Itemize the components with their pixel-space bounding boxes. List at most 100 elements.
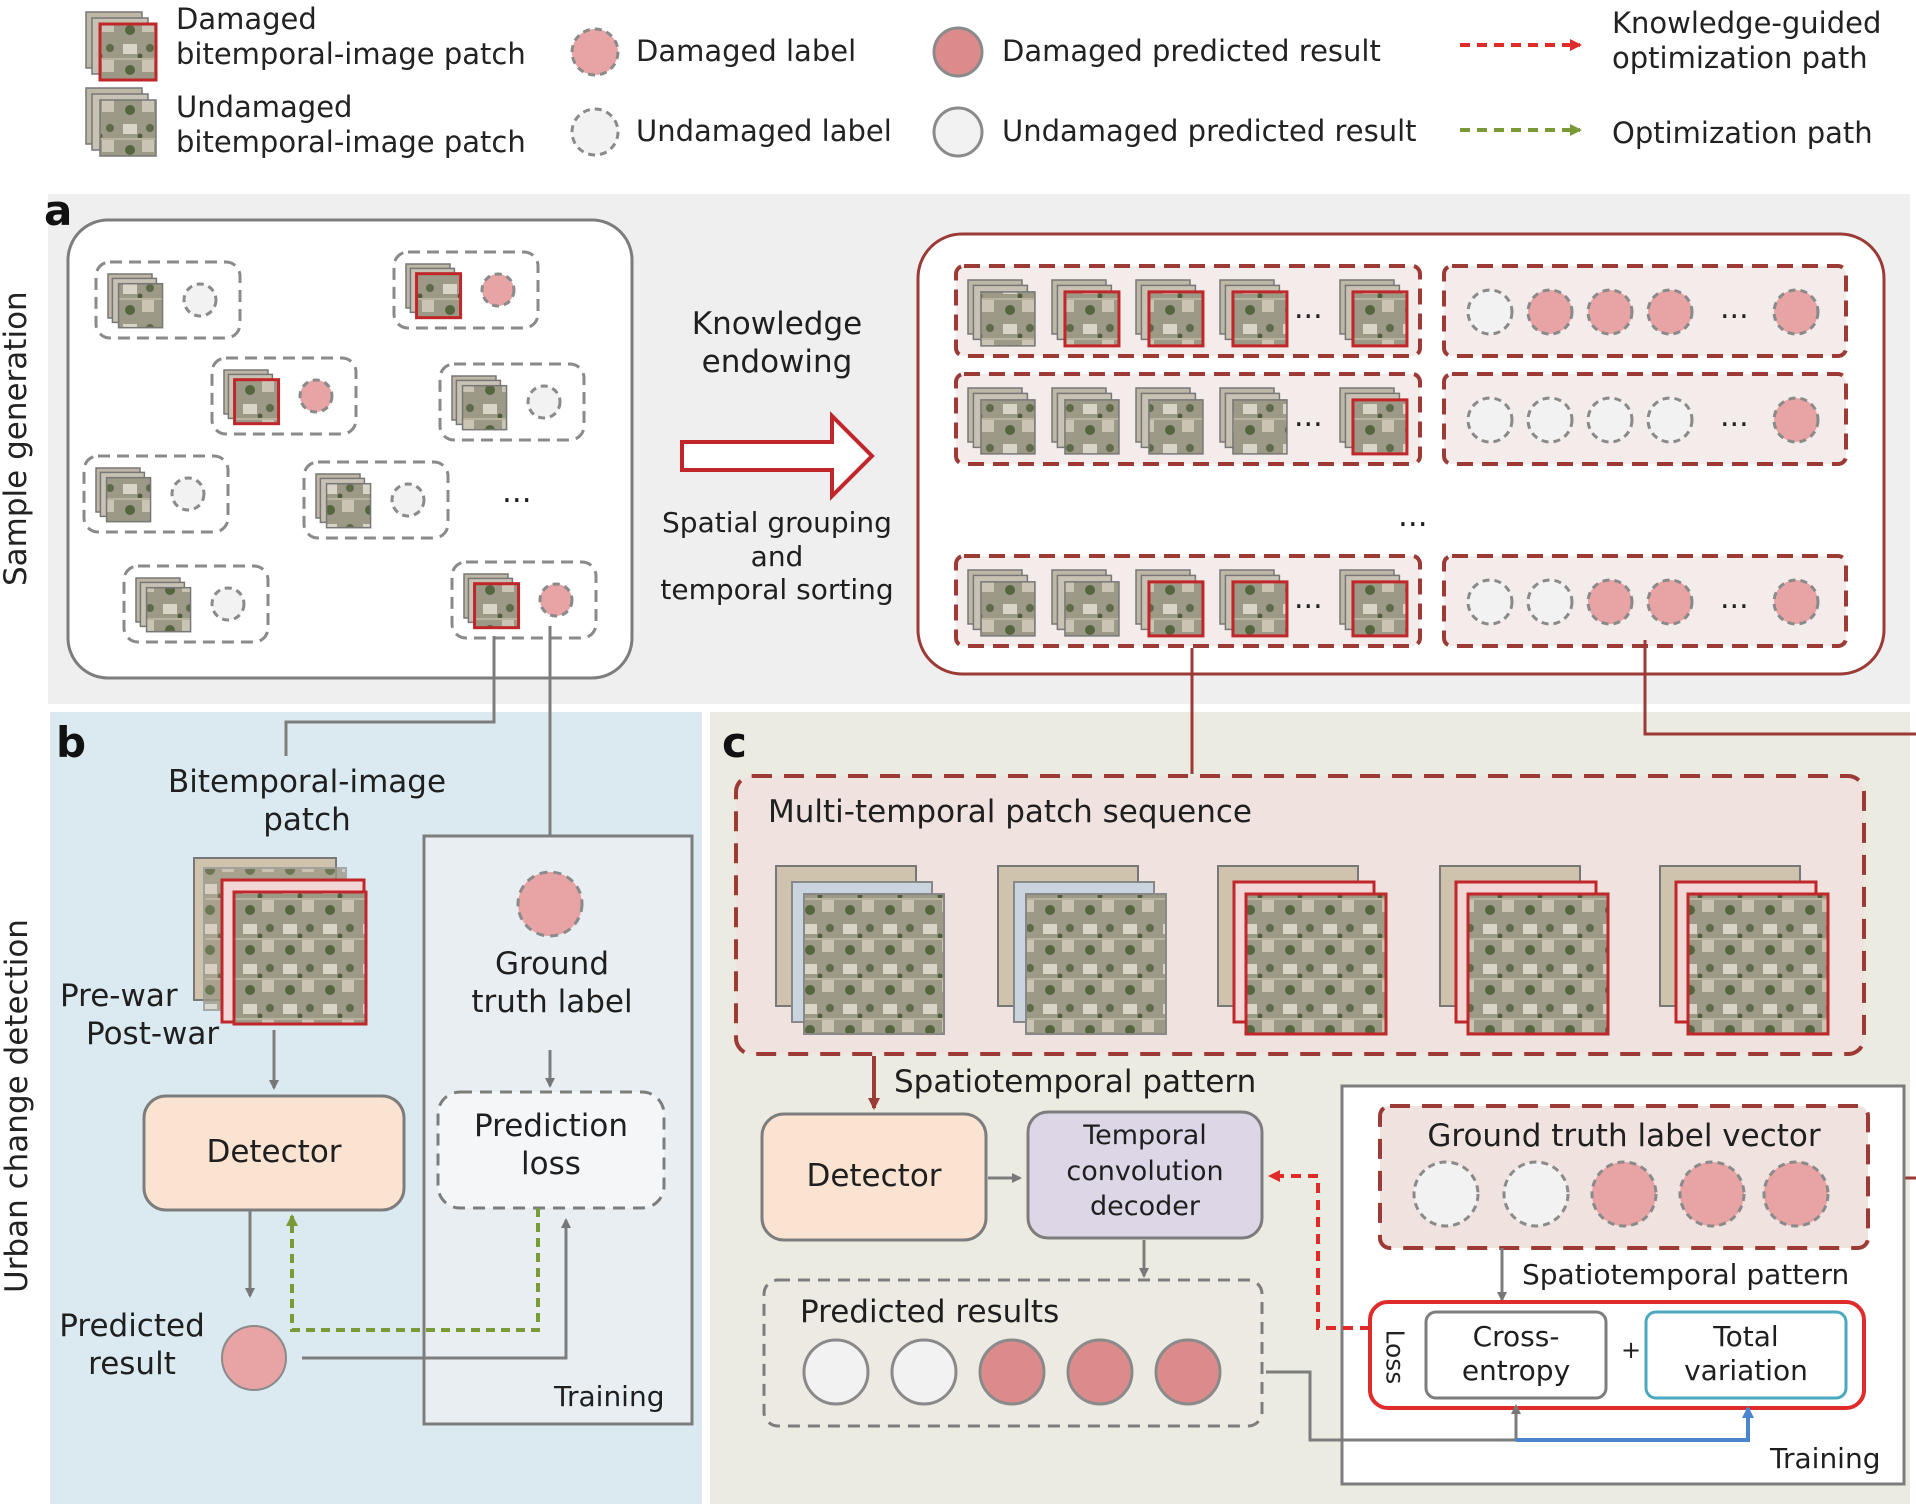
knowledge-endowing-text: Knowledge endowing [691,306,863,380]
undamaged-patch-icon [135,577,192,633]
undamaged-patch-icon [967,279,1036,347]
row-ellipsis: ... [1294,399,1323,434]
damaged-label-icon [298,378,334,414]
undamaged-label-icon [526,384,562,420]
undamaged-label-icon [1646,396,1694,444]
damaged-patch-icon [1135,279,1205,348]
legend-damaged-label: Damaged label [636,34,857,68]
detector-text-c: Detector [806,1158,942,1194]
damaged-label-icon [1646,578,1694,626]
undamaged-patch-icon [1219,387,1288,455]
undamaged-patch-icon [85,87,157,157]
gt-vector-circles [1412,1160,1830,1228]
legend-damaged-pred: Damaged predicted result [1002,34,1381,68]
knowledge-path-arrow-c [1268,1170,1370,1330]
legend-undamaged-pred: Undamaged predicted result [1002,114,1417,148]
damaged-patch-icon [463,573,521,630]
spatiotemporal-pattern-2: Spatiotemporal pattern [1522,1258,1850,1291]
training-text-c: Training [1770,1442,1881,1475]
damaged-label-icon [1586,578,1634,626]
damaged-patch-icon [223,369,281,426]
damaged-label-icon [1772,396,1820,444]
predicted-results-title: Predicted results [800,1294,1060,1330]
undamaged-label-icon [1412,1160,1480,1228]
damaged-patch-icon [1339,569,1409,638]
legend-undamaged-patch: Undamaged bitemporal-image patch [176,90,526,160]
undamaged-label-icon [1526,578,1574,626]
spatiotemporal-pattern-1: Spatiotemporal pattern [894,1064,1257,1100]
prediction-loss-box-b [436,1090,666,1210]
ground-truth-text: Ground truth label [471,946,633,1020]
patch-connector [284,636,496,756]
damaged-label-icon [1590,1160,1658,1228]
predicted-result-text: Predicted result [59,1308,205,1382]
damaged-patch-icon [1339,387,1409,456]
row-ellipsis: ... [1720,399,1749,434]
damaged-patch-icon [85,11,158,82]
detector-box-b [142,1094,406,1212]
decoder-text: Temporal convolution decoder [1066,1120,1224,1223]
undamaged-label-icon [1466,578,1514,626]
undamaged-patch-icon [451,375,508,431]
total-variation-text: Total variation [1684,1320,1808,1388]
panel-b-letter: b [56,718,87,767]
ground-truth-circle-b [516,870,584,938]
damaged-patch-icon [405,263,463,320]
undamaged-label-icon [1526,396,1574,444]
damaged-label-icon [1586,288,1634,336]
undamaged-patch-icon [967,387,1036,455]
urban-change-label: Urban change detection [0,919,35,1293]
sample-pool-items [82,250,598,644]
sample-generation-label: Sample generation [0,291,34,586]
damaged-label-icon [1762,1160,1830,1228]
predicted-result-circle-b [221,1325,287,1391]
damaged-patch-icon [1339,279,1409,348]
cross-entropy-text: Cross- entropy [1461,1320,1571,1388]
damaged-patch-icon [1135,569,1205,638]
result-to-loss-arrow [302,1218,571,1360]
undamaged-patch-icon [967,569,1036,637]
damaged-pred-icon [932,26,984,78]
damaged-sequence-patch [1659,865,1830,1036]
undamaged-label-icon [1466,396,1514,444]
rows-ellipsis: ... [1398,498,1428,534]
pool-ellipsis: ... [502,474,532,510]
plus-text: + [1620,1336,1642,1364]
bitemporal-patch-title: Bitemporal-image patch [167,764,447,838]
sequence-patches [775,865,1830,1036]
damaged-sequence-patch [1217,865,1388,1036]
damaged-label-icon [1772,288,1820,336]
label-vector-connector [1643,640,1916,736]
legend-knowledge-path: Knowledge-guided optimization path [1612,6,1882,76]
damaged-label-icon [1772,578,1820,626]
legend-opt-path: Optimization path [1612,116,1873,150]
damaged-pred-icon [978,1338,1046,1406]
damaged-patch-icon [1219,279,1289,348]
loss-text: Loss [1380,1329,1410,1385]
row-ellipsis: ... [1720,581,1749,616]
row-ellipsis: ... [1720,291,1749,326]
undamaged-patch-icon [1051,387,1120,455]
cross-entropy-box [1424,1310,1608,1400]
damaged-label-icon [570,27,620,77]
legend-undamaged-label: Undamaged label [636,114,892,148]
damaged-patch-icon [1051,279,1121,348]
undamaged-pred-icon [932,106,984,158]
bitemporal-patch-b [193,857,368,1026]
grouping-text: Spatial grouping and temporal sorting [660,506,894,607]
undamaged-label-icon [1586,396,1634,444]
prediction-loss-text: Prediction loss [473,1108,628,1182]
undamaged-pred-icon [802,1338,870,1406]
undamaged-patch-icon [95,467,152,523]
damaged-sequence-patch [1439,865,1610,1036]
panel-c-letter: c [722,718,747,767]
damaged-pred-icon [1066,1338,1134,1406]
pre-war-text: Pre-war [60,978,178,1014]
undamaged-sequence-patch [775,865,945,1035]
undamaged-pred-icon [890,1338,958,1406]
damaged-label-icon [1678,1160,1746,1228]
undamaged-label-icon [210,586,246,622]
undamaged-label-icon [170,476,206,512]
sequence-title: Multi-temporal patch sequence [768,794,1252,830]
